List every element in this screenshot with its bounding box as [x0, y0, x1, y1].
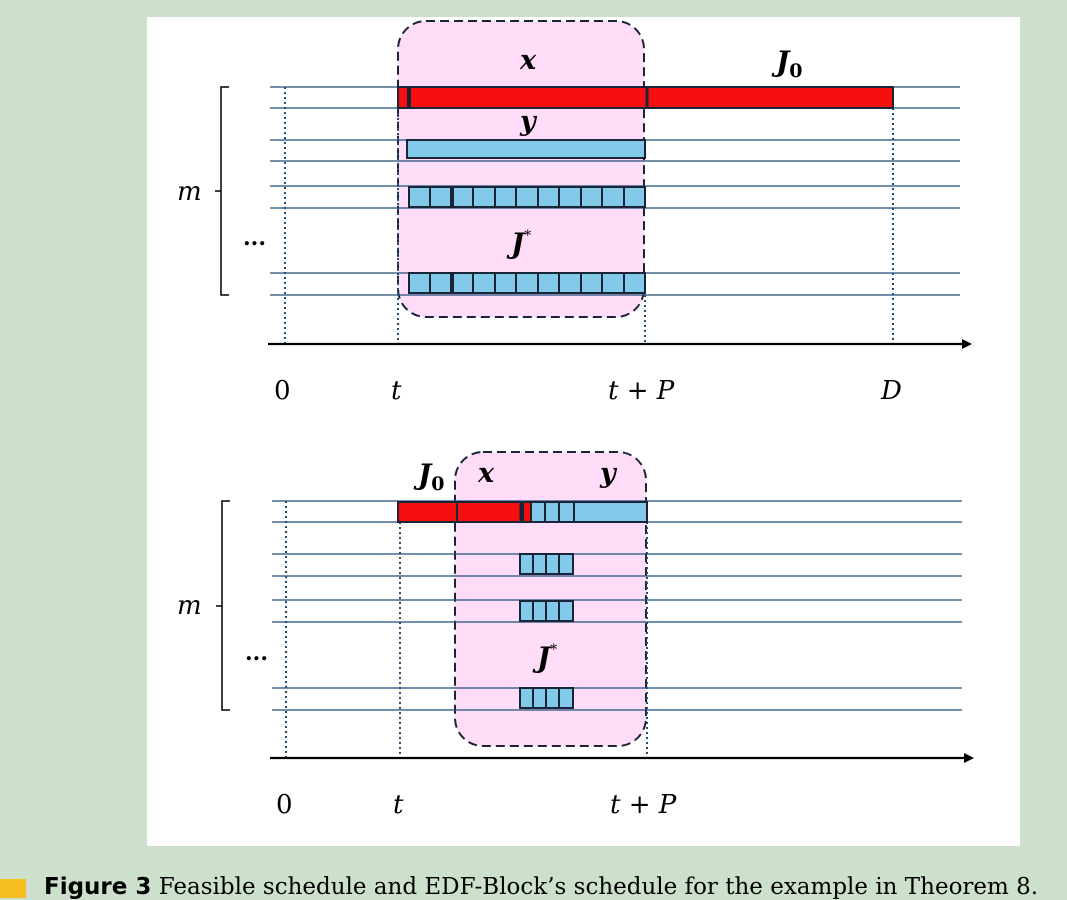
bottom-job-J0-tail [522, 501, 532, 523]
top-label-dots: ... [243, 225, 266, 251]
caption-label: Figure 3 [44, 874, 152, 900]
top-label-m: m [177, 177, 202, 207]
top-label-y: y [519, 106, 538, 137]
caption-line: Figure 3 Feasible schedule and EDF-Block… [44, 874, 1038, 900]
top-label-x: x [519, 45, 537, 76]
top-label-Jstar: J* [506, 227, 531, 260]
bottom-label-y: y [599, 458, 618, 489]
bottom-axis-arrowhead [964, 753, 974, 763]
bottom-jstar-row-3 [519, 600, 574, 622]
top-time-guides [284, 87, 894, 343]
schedule-diagram: x J0 y J* m ... 0 t t + P D [177, 20, 974, 820]
bottom-processor-brace [216, 500, 230, 711]
top-axis-arrowhead [962, 339, 972, 349]
top-schedule: x J0 y J* m ... 0 t t + P D [177, 20, 972, 406]
caption-marker [0, 879, 26, 898]
figure-panel: x J0 y J* m ... 0 t t + P D [147, 17, 1020, 846]
top-jstar-row-2 [408, 272, 646, 294]
top-tick-tP: t + P [608, 376, 675, 406]
bottom-Jstar-superscript: * [550, 642, 557, 658]
bottom-jstar-first-row [530, 501, 575, 523]
bottom-label-x: x [477, 458, 495, 489]
top-tick-D: D [880, 376, 902, 406]
bottom-tick-tP: t + P [610, 790, 677, 820]
top-job-y-bar [406, 139, 646, 159]
bottom-J0-subscript: 0 [431, 473, 444, 495]
bottom-tick-0: 0 [276, 790, 293, 820]
top-processor-brace [215, 86, 229, 296]
top-label-J0: J0 [771, 45, 802, 82]
bottom-label-J0: J0 [413, 458, 444, 495]
bottom-processor-lines [272, 500, 962, 711]
top-jstar-row-1 [408, 186, 646, 208]
bottom-jstar-row-2 [519, 553, 574, 575]
caption-text: Feasible schedule and EDF-Block’s schedu… [158, 874, 1039, 900]
bottom-label-dots: ... [245, 640, 268, 666]
top-tick-t: t [391, 376, 402, 406]
bottom-time-guides [285, 501, 648, 757]
bottom-jstar-row-4 [519, 687, 574, 709]
top-J0-subscript: 0 [789, 60, 802, 82]
bottom-label-m: m [177, 591, 202, 621]
bottom-tick-t: t [393, 790, 404, 820]
top-Jstar-superscript: * [524, 228, 531, 244]
figure-caption: Figure 3 Feasible schedule and EDF-Block… [0, 872, 1067, 900]
top-tick-0: 0 [274, 376, 291, 406]
bottom-schedule: J0 x y J* m ... 0 t t + P [177, 451, 974, 820]
bottom-job-y-bar [573, 501, 648, 523]
bottom-label-Jstar: J* [532, 641, 557, 674]
bottom-job-J0-bar [397, 501, 524, 523]
